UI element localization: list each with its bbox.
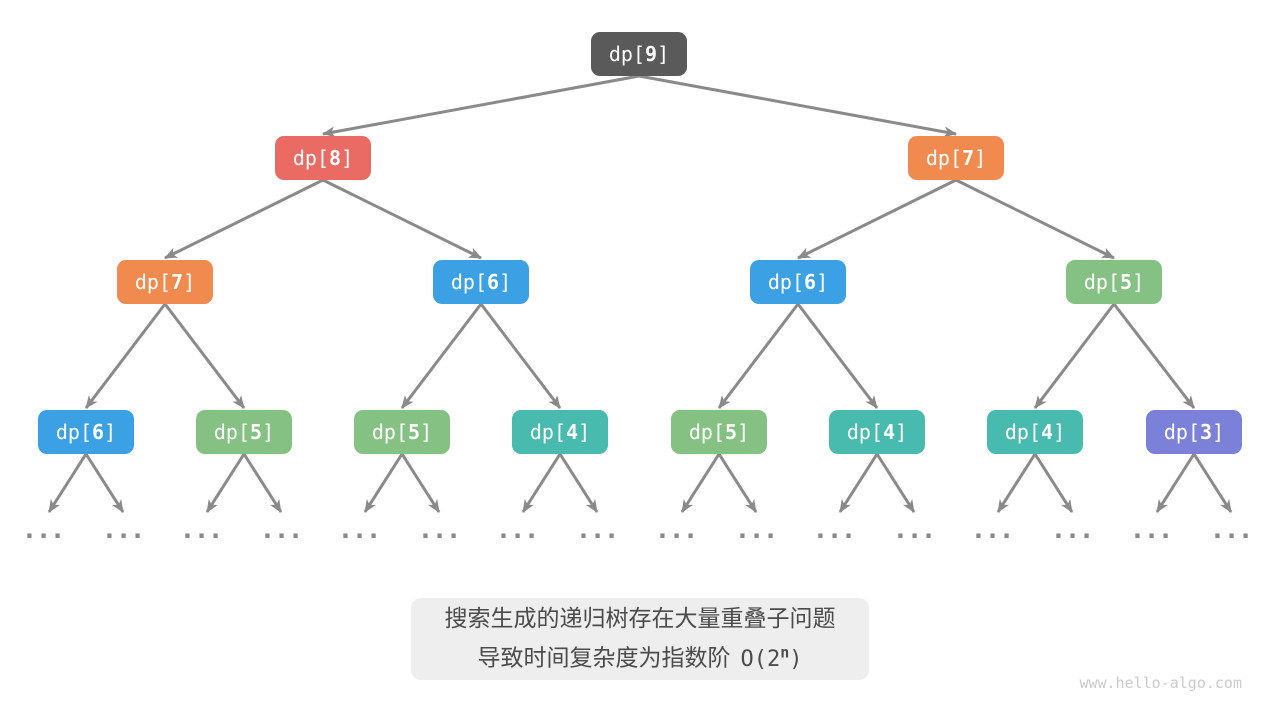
tree-node-dp5: dp[5] bbox=[196, 410, 292, 454]
tree-node-dp5: dp[5] bbox=[1066, 260, 1162, 304]
watermark-url: www.hello-algo.com bbox=[1079, 674, 1242, 692]
tree-node-dp7: dp[7] bbox=[908, 136, 1004, 180]
edge-arrow bbox=[680, 453, 721, 513]
tree-node-dp9: dp[9] bbox=[591, 32, 687, 76]
edge-arrow bbox=[1192, 453, 1233, 513]
edge-arrow bbox=[1033, 303, 1116, 409]
edge-arrow bbox=[322, 74, 640, 138]
subtree-ellipsis: ... bbox=[182, 516, 226, 544]
edge-arrow bbox=[47, 453, 88, 513]
edge-arrow bbox=[163, 303, 246, 409]
edge-arrow bbox=[84, 453, 125, 513]
edge-arrow bbox=[797, 178, 957, 260]
tree-node-dp7: dp[7] bbox=[117, 260, 213, 304]
subtree-ellipsis: ... bbox=[1212, 516, 1256, 544]
subtree-ellipsis: ... bbox=[498, 516, 542, 544]
subtree-ellipsis: ... bbox=[1053, 516, 1097, 544]
tree-node-dp4: dp[4] bbox=[987, 410, 1083, 454]
edge-arrow bbox=[363, 453, 404, 513]
subtree-ellipsis: ... bbox=[973, 516, 1017, 544]
edge-arrow bbox=[521, 453, 562, 513]
edge-arrow bbox=[838, 453, 879, 513]
caption-line2: 导致时间复杂度为指数阶 O(2n) bbox=[477, 635, 802, 676]
subtree-ellipsis: ... bbox=[262, 516, 306, 544]
subtree-ellipsis: ... bbox=[657, 516, 701, 544]
edge-arrow bbox=[400, 453, 441, 513]
edge-arrow bbox=[322, 178, 482, 260]
edge-arrow bbox=[638, 74, 957, 138]
subtree-ellipsis: ... bbox=[24, 516, 68, 544]
edge-arrow bbox=[242, 453, 283, 513]
subtree-ellipsis: ... bbox=[104, 516, 148, 544]
subtree-ellipsis: ... bbox=[578, 516, 622, 544]
tree-node-dp6: dp[6] bbox=[433, 260, 529, 304]
subtree-ellipsis: ... bbox=[420, 516, 464, 544]
subtree-ellipsis: ... bbox=[1132, 516, 1176, 544]
tree-node-dp5: dp[5] bbox=[671, 410, 767, 454]
caption-line1: 搜索生成的递归树存在大量重叠子问题 bbox=[444, 605, 836, 632]
edge-arrow bbox=[875, 453, 916, 513]
edge-arrow bbox=[717, 453, 758, 513]
edge-arrow bbox=[205, 453, 246, 513]
edge-arrow bbox=[1112, 303, 1196, 409]
edge-arrow bbox=[1155, 453, 1196, 513]
tree-node-dp6: dp[6] bbox=[38, 410, 134, 454]
edge-arrow bbox=[996, 453, 1037, 513]
complexity-formula: O(2n) bbox=[740, 643, 803, 672]
caption-line2-text: 导致时间复杂度为指数阶 bbox=[477, 644, 731, 671]
subtree-ellipsis: ... bbox=[340, 516, 384, 544]
subtree-ellipsis: ... bbox=[895, 516, 939, 544]
tree-node-dp8: dp[8] bbox=[275, 136, 371, 180]
tree-node-dp4: dp[4] bbox=[512, 410, 608, 454]
subtree-ellipsis: ... bbox=[815, 516, 859, 544]
edge-arrow bbox=[558, 453, 599, 513]
edge-arrow bbox=[1033, 453, 1074, 513]
edge-arrow bbox=[796, 303, 879, 409]
edge-arrow bbox=[717, 303, 800, 409]
tree-node-dp5: dp[5] bbox=[354, 410, 450, 454]
tree-node-dp6: dp[6] bbox=[750, 260, 846, 304]
edge-arrow bbox=[955, 178, 1115, 260]
edge-arrow bbox=[164, 178, 324, 260]
edge-arrow bbox=[400, 303, 483, 409]
subtree-ellipsis: ... bbox=[737, 516, 781, 544]
edge-arrow bbox=[479, 303, 562, 409]
edge-arrow bbox=[84, 303, 167, 409]
tree-node-dp4: dp[4] bbox=[829, 410, 925, 454]
tree-node-dp3: dp[3] bbox=[1146, 410, 1242, 454]
caption-box: 搜索生成的递归树存在大量重叠子问题 导致时间复杂度为指数阶 O(2n) bbox=[411, 598, 869, 680]
